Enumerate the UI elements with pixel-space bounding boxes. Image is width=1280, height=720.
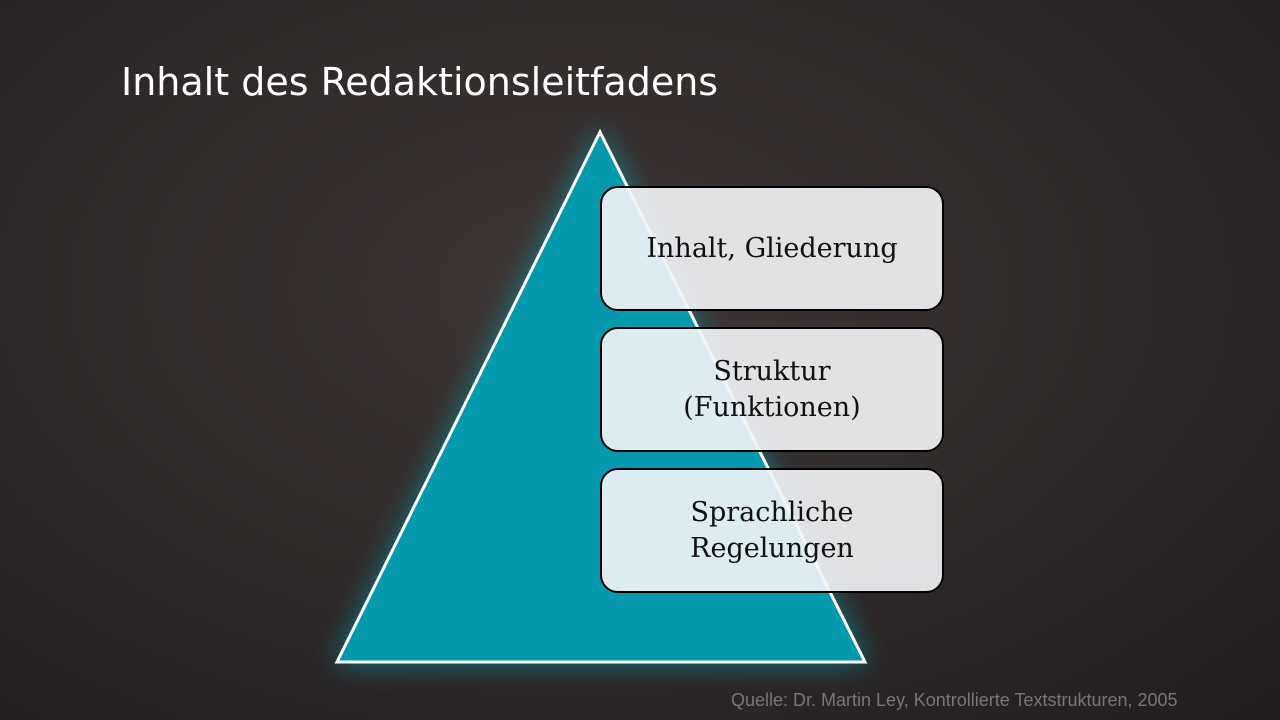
level-label: Inhalt, Gliederung <box>646 232 898 264</box>
level-label: Sprachliche <box>690 496 854 528</box>
pyramid-level-content: Inhalt, Gliederung <box>600 186 944 311</box>
slide-title: Inhalt des Redaktionsleitfadens <box>121 60 719 104</box>
level-label: (Funktionen) <box>683 391 861 423</box>
pyramid-level-structure: Struktur (Funktionen) <box>600 327 944 452</box>
source-citation: Quelle: Dr. Martin Ley, Kontrollierte Te… <box>731 690 1178 710</box>
level-label: Regelungen <box>690 532 854 564</box>
level-label: Struktur <box>713 355 831 387</box>
